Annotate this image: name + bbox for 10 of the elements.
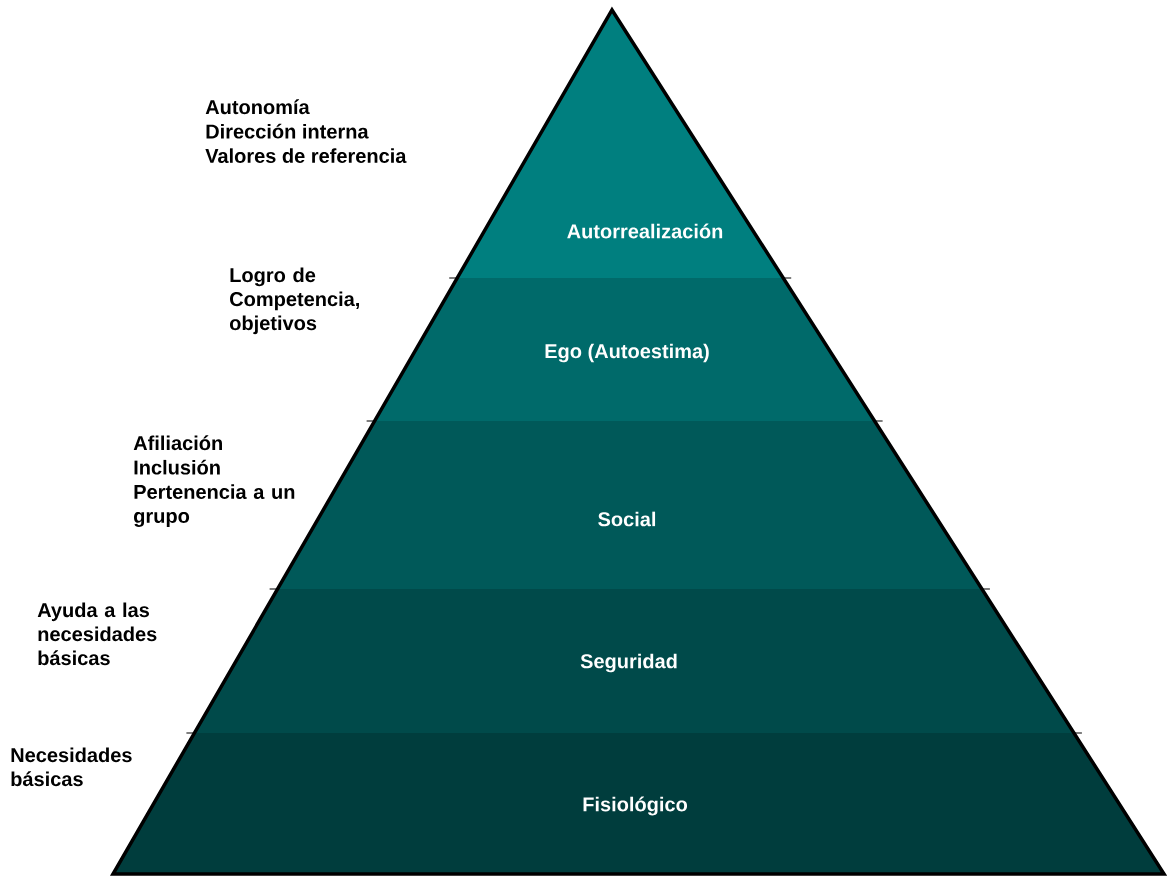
side-label: Inclusión xyxy=(134,459,220,475)
pyramid-level: Autorrealización xyxy=(457,10,784,278)
side-label: Afiliación xyxy=(133,435,222,451)
side-label: Autonomía xyxy=(205,99,310,115)
side-label: Valores de referencia xyxy=(205,148,407,163)
pyramid-level: Ego (Autoestima) xyxy=(374,278,875,421)
pyramid-level: Seguridad xyxy=(194,589,1074,733)
side-label: Ayuda a las necesidades básicas xyxy=(37,602,157,666)
side-label: Dirección interna xyxy=(206,123,369,139)
side-label: Logro de Competencia, objetivos xyxy=(230,267,359,335)
